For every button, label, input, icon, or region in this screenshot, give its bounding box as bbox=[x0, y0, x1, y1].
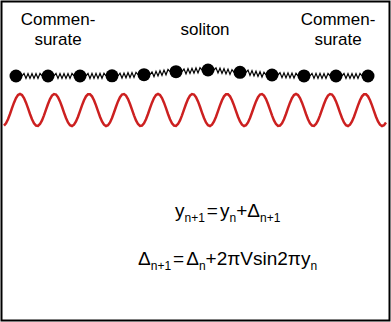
equation-term: y bbox=[175, 200, 185, 221]
atom bbox=[266, 69, 279, 82]
spring bbox=[182, 68, 202, 74]
region-label: Commen- surate bbox=[298, 10, 378, 50]
equation-term: = bbox=[173, 248, 184, 269]
equation: yn+1=yn+Δn+1 bbox=[175, 200, 280, 225]
spring bbox=[342, 74, 362, 79]
spring bbox=[118, 72, 138, 78]
equation-term: = bbox=[207, 200, 218, 221]
atom bbox=[42, 69, 55, 82]
subscript: n bbox=[310, 259, 317, 273]
spring bbox=[54, 74, 74, 79]
region-label: Commen- surate bbox=[18, 10, 98, 50]
equation-term: y bbox=[220, 200, 230, 221]
subscript: n bbox=[199, 259, 206, 273]
spring bbox=[278, 73, 298, 79]
atom bbox=[362, 69, 375, 82]
equation-term: Δ bbox=[186, 248, 199, 269]
atom bbox=[138, 68, 151, 81]
atom bbox=[330, 69, 343, 82]
spring bbox=[150, 70, 170, 77]
subscript: n bbox=[229, 211, 236, 225]
subscript: n+1 bbox=[151, 259, 171, 273]
substrate-potential bbox=[4, 94, 386, 126]
equation-term: + bbox=[236, 200, 247, 221]
atom bbox=[106, 69, 119, 82]
springs bbox=[22, 68, 362, 79]
atoms bbox=[10, 64, 375, 83]
atom bbox=[170, 65, 183, 78]
atom bbox=[234, 66, 247, 79]
atom bbox=[298, 69, 311, 82]
equation-term: +2πVsin2πy bbox=[206, 248, 311, 269]
subscript: n+1 bbox=[185, 211, 205, 225]
spring bbox=[246, 70, 266, 77]
equation-term: Δ bbox=[138, 248, 151, 269]
spring bbox=[310, 73, 330, 78]
region-label: soliton bbox=[160, 20, 250, 40]
spring bbox=[214, 68, 234, 75]
equation-term: Δ bbox=[247, 200, 260, 221]
subscript: n+1 bbox=[260, 211, 280, 225]
atom bbox=[74, 69, 87, 82]
atom bbox=[202, 64, 215, 77]
equation: Δn+1=Δn+2πVsin2πyn bbox=[138, 248, 317, 273]
spring bbox=[86, 73, 106, 78]
atom bbox=[10, 70, 23, 83]
spring bbox=[22, 74, 42, 79]
